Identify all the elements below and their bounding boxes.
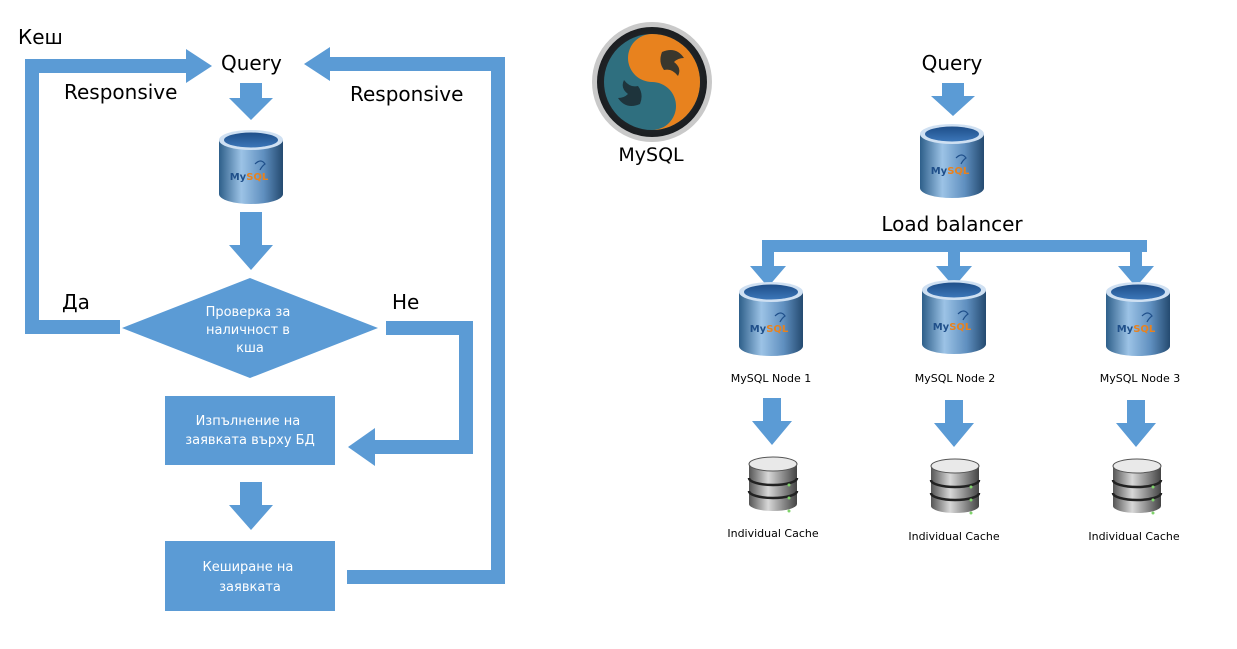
node-1-label: MySQL Node 1 bbox=[731, 372, 811, 385]
load-balancer-distribution-arrows bbox=[750, 240, 1154, 287]
down-arrow-execute-to-cache bbox=[229, 482, 273, 530]
node-3-cache-label: Individual Cache bbox=[1088, 530, 1180, 543]
execute-query-box bbox=[165, 396, 335, 465]
yes-label: Да bbox=[62, 290, 90, 314]
node-2-down-arrow bbox=[934, 400, 974, 447]
caching-text: Кеширане на заявката bbox=[202, 560, 297, 595]
node-2-db-icon bbox=[921, 279, 987, 355]
down-arrow-db-to-decision bbox=[229, 212, 273, 270]
node-3-down-arrow bbox=[1116, 400, 1156, 447]
node-2-label: MySQL Node 2 bbox=[915, 372, 995, 385]
left-query-label: Query bbox=[221, 51, 282, 75]
down-arrow-query-to-db bbox=[229, 83, 273, 120]
cache-check-decision bbox=[122, 278, 378, 378]
node-2-cache-icon bbox=[929, 457, 981, 516]
yes-loop-arrow bbox=[25, 49, 212, 334]
cache-label: Кеш bbox=[18, 25, 63, 49]
responsive-loop-arrow bbox=[304, 47, 505, 584]
no-branch-arrow bbox=[348, 321, 473, 466]
node-1-down-arrow bbox=[752, 398, 792, 445]
down-arrow-query-to-balancer bbox=[931, 83, 975, 116]
node-2-cache-label: Individual Cache bbox=[908, 530, 1000, 543]
cache-query-box bbox=[165, 541, 335, 611]
execute-text: Изпълнение на заявката върху БД bbox=[185, 414, 315, 448]
no-label: Не bbox=[392, 290, 419, 314]
mysql-logo-label: MySQL bbox=[618, 144, 684, 166]
node-3-db-icon bbox=[1105, 281, 1171, 357]
node-1-db-icon bbox=[738, 281, 804, 357]
mysql-logo bbox=[592, 22, 712, 142]
right-query-label: Query bbox=[922, 51, 983, 75]
responsive-left-label: Responsive bbox=[64, 80, 177, 104]
balancer-mysql-db-icon bbox=[919, 123, 985, 199]
node-1-cache-icon bbox=[747, 455, 799, 514]
node-1-cache-label: Individual Cache bbox=[727, 527, 819, 540]
load-balancer-label: Load balancer bbox=[881, 212, 1023, 236]
node-3-label: MySQL Node 3 bbox=[1100, 372, 1180, 385]
decision-text: Проверка за наличност в кша bbox=[206, 305, 295, 356]
left-mysql-db-icon bbox=[218, 129, 284, 205]
node-3-cache-icon bbox=[1111, 457, 1163, 516]
responsive-right-label: Responsive bbox=[350, 82, 463, 106]
